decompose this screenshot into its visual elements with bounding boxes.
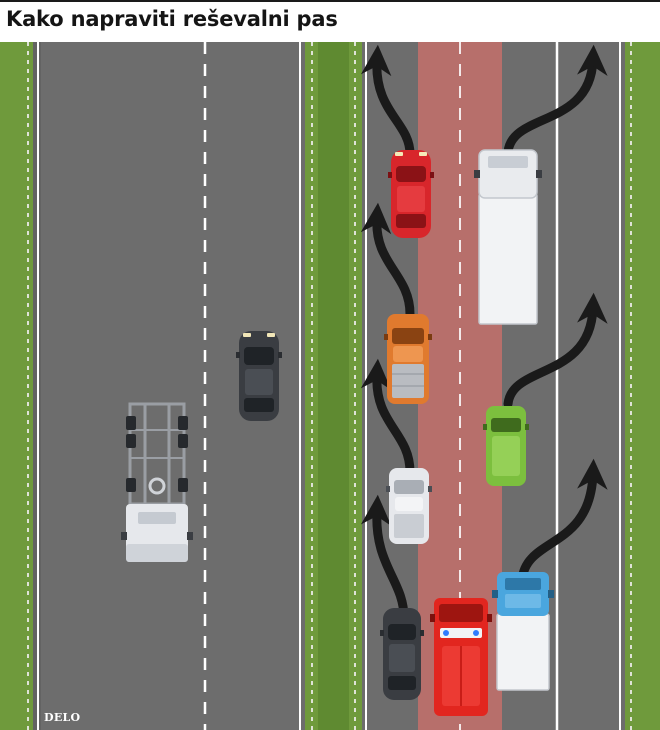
title-bar: Kako napraviti reševalni pas xyxy=(0,0,660,42)
arrow-right-3 xyxy=(517,458,608,585)
vehicle-fire-engine xyxy=(430,598,492,716)
vehicle-blue-cab-truck xyxy=(492,572,554,691)
guardrails xyxy=(27,42,632,730)
vehicle-white-box-truck xyxy=(474,149,542,325)
arrow-left-3 xyxy=(360,358,415,477)
arrow-left-4 xyxy=(360,494,409,623)
vehicle-white-pickup xyxy=(386,468,432,544)
left-lane-markings xyxy=(37,42,301,730)
road-diagram xyxy=(0,42,660,730)
vehicle-dark-car xyxy=(380,608,424,700)
page-title: Kako napraviti reševalni pas xyxy=(6,7,338,31)
vehicle-dark-sedan-left xyxy=(236,331,282,421)
grass-median-inner xyxy=(318,42,349,730)
arrow-left-1 xyxy=(360,44,415,159)
vehicle-green-van xyxy=(483,406,529,486)
arrow-left-2 xyxy=(360,202,415,319)
arrow-right-2 xyxy=(503,292,608,409)
credit-logo: DELO xyxy=(44,711,81,724)
arrow-right-1 xyxy=(503,44,608,157)
vehicle-red-car xyxy=(388,150,434,238)
arrows xyxy=(360,44,608,623)
vehicle-orange-pickup xyxy=(384,314,432,404)
vehicle-truck-tractor xyxy=(121,402,193,562)
